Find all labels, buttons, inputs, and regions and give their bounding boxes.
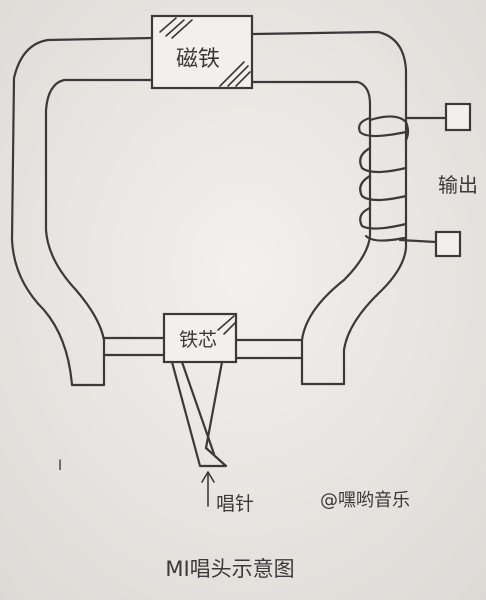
coil-winding <box>358 115 410 242</box>
stylus-arrow <box>201 471 215 507</box>
diagram-caption: MI唱头示意图 <box>165 557 294 581</box>
iron-core-label: 铁芯 <box>179 329 217 351</box>
magnet-block: 磁铁 <box>150 14 254 90</box>
watermark-label: @嘿哟音乐 <box>320 490 410 511</box>
output-label: 输出 <box>438 173 478 197</box>
output-lead-bottom <box>398 230 462 258</box>
yoke-left-arm <box>10 36 166 387</box>
iron-core-block: 铁芯 <box>162 312 238 364</box>
output-lead-top <box>404 102 472 132</box>
stylus-label: 唱针 <box>216 493 254 515</box>
stylus-cantilever <box>170 360 228 468</box>
stray-mark: I <box>58 458 62 474</box>
magnet-label: 磁铁 <box>176 47 220 72</box>
yoke-right-arm <box>234 30 408 386</box>
